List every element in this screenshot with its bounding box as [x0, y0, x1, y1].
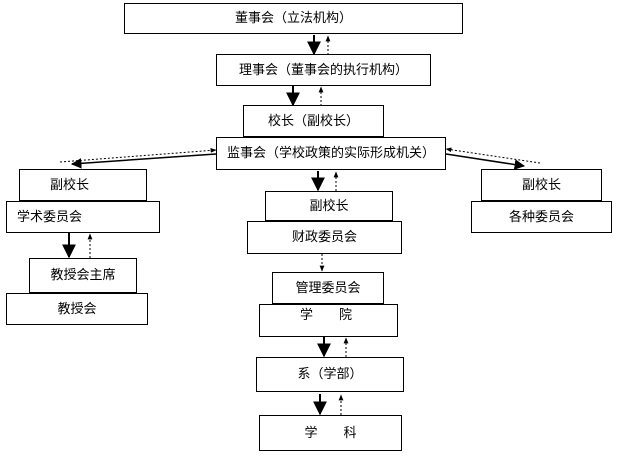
council-label: 理事会（董事会的执行机构） [238, 62, 408, 78]
vp-center-label: 副校长 [309, 198, 349, 214]
vp-center-box: 副校长 [265, 191, 393, 221]
senate-label: 监事会（学校政策的实际形成机关） [226, 146, 435, 161]
department-box: 系（学部） [256, 357, 404, 392]
department-label: 系（学部） [297, 367, 363, 382]
president-label: 校长（副校长） [267, 113, 359, 129]
management-committee-label: 管理委员会 [295, 280, 361, 296]
arrow-senate-to-right [445, 153, 526, 170]
various-committees-box: 各种委员会 [471, 201, 612, 233]
finance-committee-label: 财政委员会 [291, 230, 357, 245]
senate-box: 监事会（学校政策的实际形成机关） [216, 137, 446, 170]
faculty-chair-box: 教授会主席 [29, 258, 137, 293]
management-committee-box: 管理委员会 [272, 272, 384, 304]
faculty-chair-label: 教授会主席 [50, 268, 116, 283]
discipline-box: 学 科 [259, 415, 402, 451]
faculty-senate-label: 教授会 [57, 301, 97, 317]
academic-committee-label: 学术委员会 [17, 209, 83, 225]
vp-left-box: 副校长 [19, 169, 147, 201]
college-label: 学 院 [300, 308, 353, 323]
vp-right-box: 副校长 [481, 169, 602, 201]
faculty-senate-box: 教授会 [6, 293, 148, 325]
arrow-senate-to-left [70, 153, 217, 169]
president-box: 校长（副校长） [243, 105, 384, 137]
vp-left-label: 副校长 [50, 177, 90, 193]
council-box: 理事会（董事会的执行机构） [216, 54, 431, 86]
vp-right-label: 副校长 [521, 177, 561, 193]
discipline-label: 学 科 [304, 425, 357, 441]
various-committees-label: 各种委员会 [508, 209, 574, 225]
academic-committee-box: 学术委员会 [6, 201, 160, 233]
finance-committee-box: 财政委员会 [247, 221, 402, 254]
board-of-trustees-label: 董事会（立法机构） [234, 11, 352, 26]
board-of-trustees-box: 董事会（立法机构） [124, 3, 463, 34]
college-box: 学 院 [259, 304, 398, 337]
